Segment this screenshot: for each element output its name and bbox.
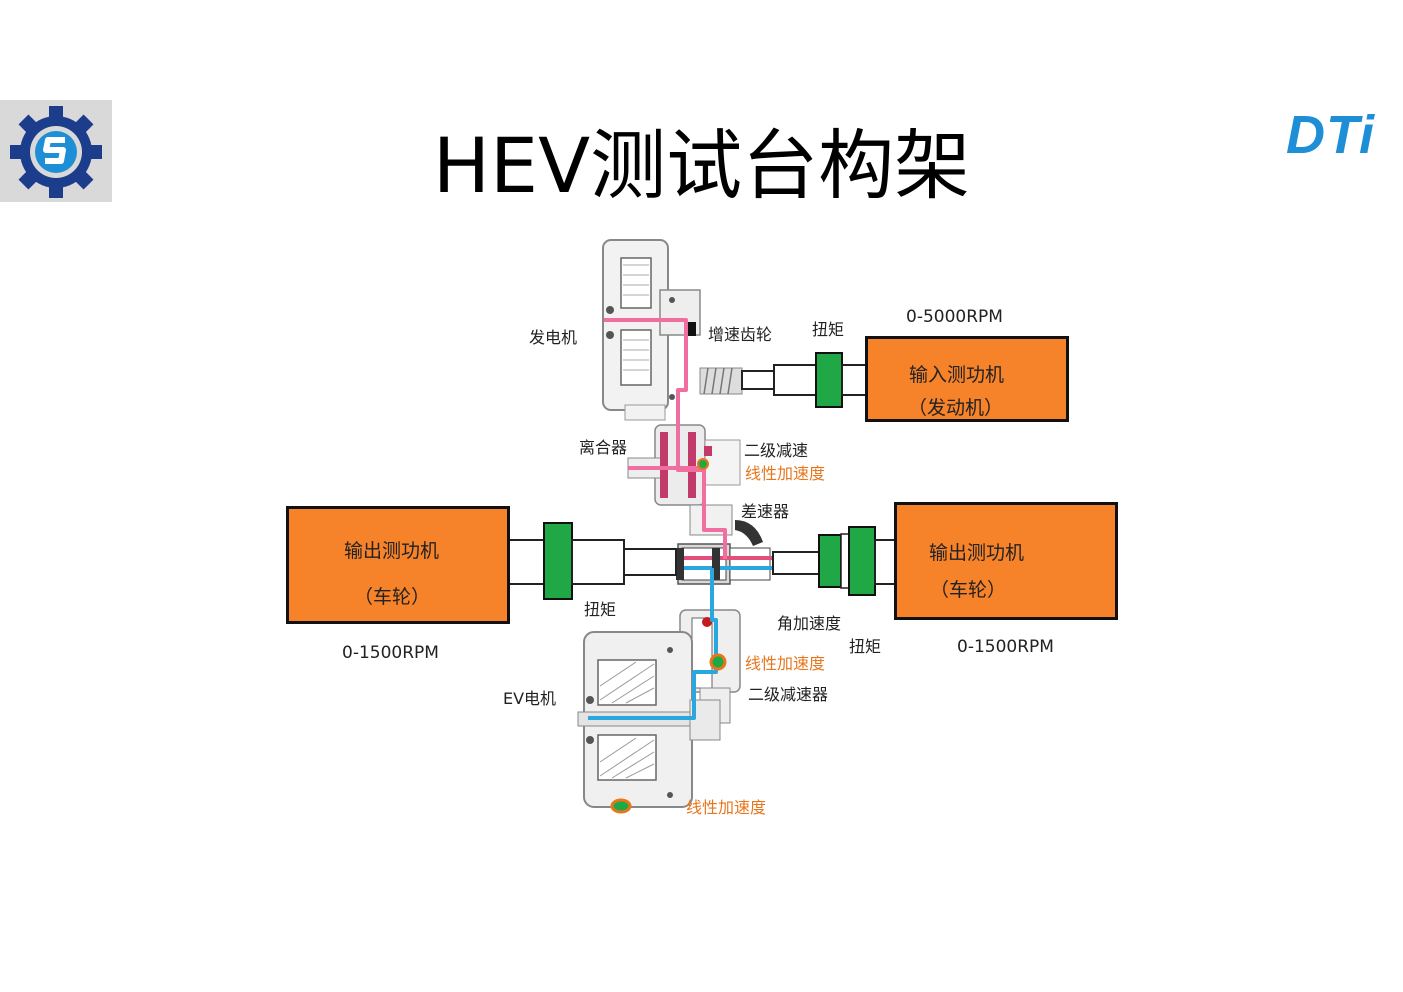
- label-linear-accel-2: 线性加速度: [745, 654, 826, 673]
- output-dyno-left-line1: 输出测功机: [344, 540, 440, 562]
- differential-drawing: [676, 504, 773, 585]
- label-torque-top: 扭矩: [812, 320, 845, 339]
- label-generator: 发电机: [529, 328, 578, 347]
- label-torque-right: 扭矩: [849, 637, 882, 656]
- logo-box: [0, 100, 112, 202]
- brand-logo-text: DTi: [1286, 105, 1376, 165]
- label-linear-accel-1: 线性加速度: [745, 464, 826, 483]
- output-dyno-right-line2: （车轮）: [930, 579, 1007, 601]
- label-linear-accel-3: 线性加速度: [686, 798, 767, 817]
- input-dyno-line1: 输入测功机: [909, 364, 1005, 386]
- page-title: HEV测试台构架: [432, 121, 971, 210]
- label-clutch: 离合器: [579, 438, 628, 457]
- label-secondary-reducer: 二级减速器: [748, 685, 829, 704]
- label-secondary-reduction: 二级减速: [744, 441, 809, 460]
- generator-drawing: [602, 239, 701, 421]
- output-dyno-right-rpm: 0-1500RPM: [957, 637, 1054, 657]
- output-dyno-left-rpm: 0-1500RPM: [342, 643, 439, 663]
- output-dyno-left: [286, 506, 510, 624]
- label-angular-accel: 角加速度: [777, 614, 842, 633]
- label-differential: 差速器: [741, 502, 790, 521]
- output-dyno-left-line2: （车轮）: [354, 586, 431, 608]
- input-dyno-rpm: 0-5000RPM: [906, 307, 1003, 327]
- label-torque-left: 扭矩: [584, 600, 617, 619]
- label-speed-up-gear: 增速齿轮: [708, 325, 773, 344]
- output-dyno-right-line1: 输出测功机: [929, 542, 1025, 564]
- input-dyno: [865, 336, 1069, 422]
- label-ev-motor: EV电机: [503, 689, 557, 708]
- input-dyno-line2: （发动机）: [908, 397, 1004, 419]
- clutch-drawing: [627, 424, 741, 506]
- output-dyno-right: [894, 502, 1118, 620]
- gear-logo-icon: [10, 106, 102, 198]
